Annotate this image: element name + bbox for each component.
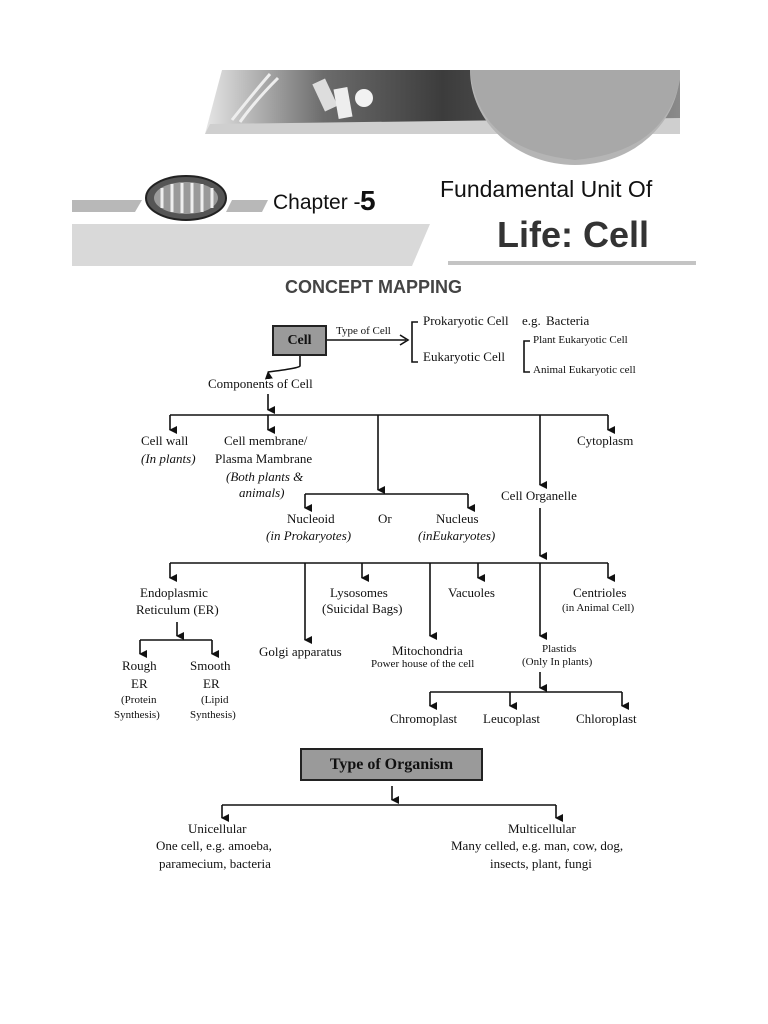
microscope-image — [312, 78, 373, 119]
vacuoles: Vacuoles — [448, 585, 495, 600]
lipid-line-1: (Lipid — [201, 694, 229, 706]
unicellular-desc-2: paramecium, bacteria — [159, 856, 271, 871]
chapter-stripe-left — [72, 200, 142, 212]
animal-eukaryotic-cell: Animal Eukaryotic cell — [533, 364, 636, 376]
bacteria-label: Bacteria — [546, 313, 590, 328]
in-eukaryotes: (inEukaryotes) — [418, 528, 496, 543]
both-plants: (Both plants & — [226, 469, 304, 484]
leucoplast: Leucoplast — [483, 711, 541, 726]
cell-wall: Cell wall — [141, 433, 189, 448]
protein-line-1: (Protein — [121, 694, 157, 706]
eukaryotic-bracket — [523, 340, 530, 373]
cell-to-components — [264, 356, 301, 380]
plasma-membrane: Plasma Mambrane — [215, 451, 313, 466]
chloroplast: Chloroplast — [576, 711, 637, 726]
chapter-band — [72, 224, 430, 266]
unicellular: Unicellular — [188, 821, 247, 836]
components-of-cell: Components of Cell — [208, 376, 313, 391]
type-arrow-head — [399, 334, 410, 346]
dna-helix-image — [230, 73, 280, 123]
header-graphics — [72, 70, 696, 266]
header-circle-body — [470, 70, 680, 160]
title-line-2: Life: Cell — [497, 214, 650, 255]
lipid-line-2: Synthesis) — [190, 709, 236, 721]
nucleus: Nucleus — [436, 511, 479, 526]
section-title: CONCEPT MAPPING — [285, 277, 463, 297]
multicellular: Multicellular — [508, 821, 576, 836]
golgi-apparatus: Golgi apparatus — [259, 644, 342, 659]
rough-line-2: ER — [131, 676, 148, 691]
protein-line-2: Synthesis) — [114, 709, 160, 721]
plastids: Plastids — [542, 643, 577, 655]
eg-label: e.g. — [522, 313, 541, 328]
lysosomes: Lysosomes — [330, 585, 388, 600]
mitochondria: Mitochondria — [392, 643, 463, 658]
multicellular-desc-2: insects, plant, fungi — [490, 856, 592, 871]
eukaryotic-cell: Eukaryotic Cell — [423, 349, 505, 364]
powerhouse: Power house of the cell — [371, 658, 475, 670]
smooth-line-2: ER — [203, 676, 220, 691]
chapter-number: 5 — [360, 185, 376, 216]
plant-eukaryotic-cell: Plant Eukaryotic Cell — [533, 334, 628, 346]
unicellular-desc-1: One cell, e.g. amoeba, — [156, 838, 272, 853]
only-in-plants: (Only In plants) — [522, 656, 593, 668]
cell-box: Cell — [272, 325, 327, 356]
title-underline — [448, 261, 696, 265]
animals: animals) — [239, 485, 285, 500]
cell-membrane: Cell membrane/ — [224, 433, 308, 448]
er-line-2: Reticulum (ER) — [136, 602, 219, 617]
suicidal-bags: (Suicidal Bags) — [322, 601, 403, 616]
smooth-line-1: Smooth — [190, 658, 231, 673]
in-prokaryotes: (in Prokaryotes) — [266, 528, 352, 543]
in-plants: (In plants) — [141, 451, 196, 466]
nucleoid: Nucleoid — [287, 511, 335, 526]
multicellular-desc-1: Many celled, e.g. man, cow, dog, — [451, 838, 624, 853]
cell-organelle: Cell Organelle — [501, 488, 577, 503]
centrioles: Centrioles — [573, 585, 627, 600]
cell-type-bracket — [411, 321, 418, 363]
organism-box-label: Type of Organism — [329, 755, 454, 773]
rough-line-1: Rough — [122, 658, 157, 673]
in-animal-cell: (in Animal Cell) — [562, 602, 635, 614]
chapter-stripe-right — [226, 200, 268, 212]
chapter-label: Chapter - — [273, 191, 361, 214]
or-label: Or — [378, 511, 392, 526]
cell-box-label: Cell — [287, 332, 312, 348]
title-line-1: Fundamental Unit Of — [440, 176, 653, 202]
type-of-cell-label: Type of Cell — [336, 325, 391, 337]
cytoplasm: Cytoplasm — [577, 433, 634, 448]
mitochondria-icon — [145, 175, 227, 221]
prokaryotic-cell: Prokaryotic Cell — [423, 313, 509, 328]
er-line-1: Endoplasmic — [140, 585, 208, 600]
organism-box: Type of Organism — [300, 748, 483, 781]
chromoplast: Chromoplast — [390, 711, 458, 726]
